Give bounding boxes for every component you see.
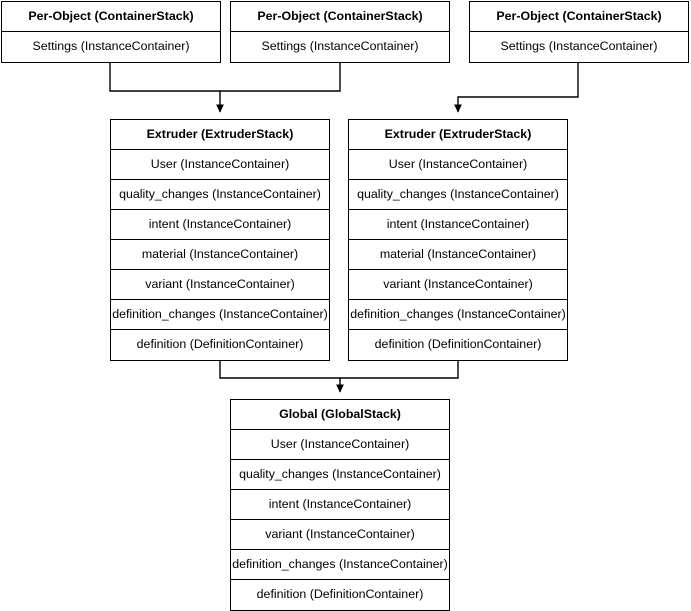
edge-extruder2-to-global bbox=[340, 361, 459, 379]
node-per-object-1[interactable]: Per-Object (ContainerStack) Settings (In… bbox=[1, 1, 221, 63]
node-row-settings[interactable]: Settings (InstanceContainer) bbox=[2, 32, 220, 62]
node-row-definition-changes[interactable]: definition_changes (InstanceContainer) bbox=[349, 300, 567, 330]
node-row-definition[interactable]: definition (DefinitionContainer) bbox=[349, 330, 567, 360]
node-row-quality-changes[interactable]: quality_changes (InstanceContainer) bbox=[231, 460, 449, 490]
node-header: Per-Object (ContainerStack) bbox=[231, 2, 449, 32]
node-row-variant[interactable]: variant (InstanceContainer) bbox=[349, 270, 567, 300]
edge-extruder1-to-global bbox=[219, 361, 344, 393]
node-per-object-2[interactable]: Per-Object (ContainerStack) Settings (In… bbox=[230, 1, 450, 63]
node-row-definition-changes[interactable]: definition_changes (InstanceContainer) bbox=[231, 550, 449, 580]
node-extruder-1[interactable]: Extruder (ExtruderStack) User (InstanceC… bbox=[110, 119, 330, 361]
node-row-variant[interactable]: variant (InstanceContainer) bbox=[231, 520, 449, 550]
edge-po1-to-extruder1 bbox=[109, 61, 224, 113]
node-row-intent[interactable]: intent (InstanceContainer) bbox=[111, 210, 329, 240]
edge-po3-to-extruder2 bbox=[454, 61, 579, 113]
node-header: Per-Object (ContainerStack) bbox=[2, 2, 220, 32]
node-header: Global (GlobalStack) bbox=[231, 400, 449, 430]
edge-po2-to-extruder1 bbox=[220, 61, 341, 92]
node-row-definition[interactable]: definition (DefinitionContainer) bbox=[231, 580, 449, 610]
node-extruder-2[interactable]: Extruder (ExtruderStack) User (InstanceC… bbox=[348, 119, 568, 361]
node-header: Extruder (ExtruderStack) bbox=[349, 120, 567, 150]
node-row-user[interactable]: User (InstanceContainer) bbox=[349, 150, 567, 180]
node-row-definition-changes[interactable]: definition_changes (InstanceContainer) bbox=[111, 300, 329, 330]
node-row-intent[interactable]: intent (InstanceContainer) bbox=[349, 210, 567, 240]
node-row-intent[interactable]: intent (InstanceContainer) bbox=[231, 490, 449, 520]
node-header: Extruder (ExtruderStack) bbox=[111, 120, 329, 150]
node-row-quality-changes[interactable]: quality_changes (InstanceContainer) bbox=[111, 180, 329, 210]
node-row-quality-changes[interactable]: quality_changes (InstanceContainer) bbox=[349, 180, 567, 210]
node-row-variant[interactable]: variant (InstanceContainer) bbox=[111, 270, 329, 300]
node-per-object-3[interactable]: Per-Object (ContainerStack) Settings (In… bbox=[469, 1, 689, 63]
node-row-material[interactable]: material (InstanceContainer) bbox=[111, 240, 329, 270]
node-global[interactable]: Global (GlobalStack) User (InstanceConta… bbox=[230, 399, 450, 611]
node-row-user[interactable]: User (InstanceContainer) bbox=[111, 150, 329, 180]
node-row-definition[interactable]: definition (DefinitionContainer) bbox=[111, 330, 329, 360]
node-row-user[interactable]: User (InstanceContainer) bbox=[231, 430, 449, 460]
node-header: Per-Object (ContainerStack) bbox=[470, 2, 688, 32]
node-row-settings[interactable]: Settings (InstanceContainer) bbox=[231, 32, 449, 62]
node-row-settings[interactable]: Settings (InstanceContainer) bbox=[470, 32, 688, 62]
node-row-material[interactable]: material (InstanceContainer) bbox=[349, 240, 567, 270]
